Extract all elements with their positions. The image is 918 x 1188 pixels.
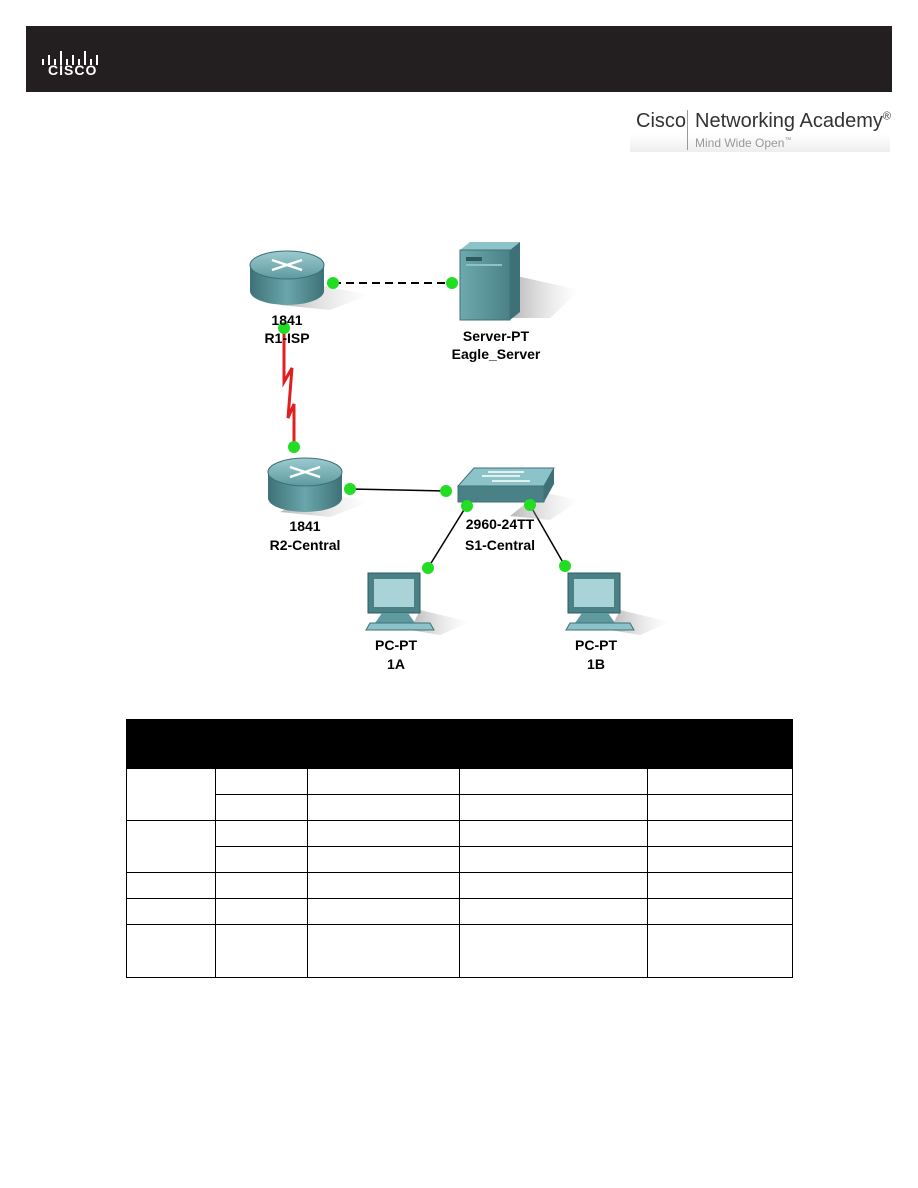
- table-cell: [647, 846, 793, 873]
- link-up-dot: [440, 485, 452, 497]
- table-cell: [126, 872, 216, 899]
- link-up-dot: [461, 500, 473, 512]
- table-cell: [647, 794, 793, 821]
- r1-model-label: 1841: [271, 312, 302, 328]
- academy-product-name: Networking Academy: [695, 110, 883, 132]
- network-topology-diagram: 1841 R1-ISP Server-PT Eagle_Server 1841 …: [249, 242, 670, 672]
- table-cell: [647, 872, 793, 899]
- table-cell: [647, 924, 793, 978]
- header-cell: [215, 719, 308, 769]
- header-cell: [307, 719, 460, 769]
- logo-divider: [687, 110, 688, 150]
- serial-link-r1-r2: [282, 326, 296, 448]
- table-cell: [307, 820, 460, 847]
- table-cell: [307, 846, 460, 873]
- server-model-label: Server-PT: [463, 328, 530, 344]
- table-cell: [215, 872, 308, 899]
- s1-name-label: S1-Central: [465, 537, 535, 553]
- table-row: [126, 768, 793, 821]
- table-row: [127, 794, 793, 821]
- pc1b-name-label: 1B: [587, 656, 605, 672]
- table-cell: [459, 846, 648, 873]
- link-r2-s1: [349, 488, 447, 492]
- addressing-table: [126, 719, 793, 978]
- table-cell: [215, 768, 308, 795]
- academy-tagline-text: Mind Wide Open: [695, 136, 785, 150]
- link-up-dot: [446, 277, 458, 289]
- pc1a-model-label: PC-PT: [375, 637, 417, 653]
- r1-name-label: R1-ISP: [264, 330, 309, 346]
- table-cell: [459, 924, 648, 978]
- link-up-dot: [559, 560, 571, 572]
- table-cell: [126, 898, 216, 925]
- table-cell: [307, 898, 460, 925]
- academy-brand: Cisco: [636, 110, 687, 132]
- switch-s1-central-icon[interactable]: [456, 467, 580, 520]
- r2-model-label: 1841: [289, 518, 320, 534]
- table-cell: [647, 820, 793, 847]
- table-row: [126, 820, 793, 873]
- table-cell: [215, 924, 308, 978]
- table-cell: [647, 768, 793, 795]
- header-cell: [647, 719, 793, 769]
- trademark: ™: [784, 137, 792, 144]
- registered-mark: ®: [882, 110, 891, 123]
- table-cell: [647, 898, 793, 925]
- table-cell: [126, 768, 216, 821]
- link-s1-pc1a: [427, 504, 468, 569]
- pc1b-model-label: PC-PT: [575, 637, 617, 653]
- table-cell: [307, 794, 460, 821]
- cisco-wordmark: CISCO: [48, 62, 98, 78]
- logo-shade: [630, 134, 890, 152]
- table-row: [126, 898, 793, 925]
- link-up-dot: [278, 322, 290, 334]
- table-cell: [215, 820, 308, 847]
- table-cell: [126, 924, 216, 978]
- table-cell: [215, 794, 308, 821]
- academy-product: Networking Academy®: [695, 110, 891, 133]
- table-cell: [459, 898, 648, 925]
- pc1a-name-label: 1A: [387, 656, 405, 672]
- networking-academy-logo: Cisco Networking Academy® Mind Wide Open…: [630, 108, 891, 152]
- s1-model-label: 2960-24TT: [466, 516, 535, 532]
- r2-name-label: R2-Central: [270, 537, 341, 553]
- link-up-dot: [422, 562, 434, 574]
- router-r2-central-icon[interactable]: [267, 457, 370, 517]
- table-row: [126, 872, 793, 899]
- table-row: [127, 846, 793, 873]
- router-r1-isp-icon[interactable]: [249, 250, 370, 310]
- table-cell: [307, 924, 460, 978]
- table-cell: [459, 794, 648, 821]
- table-cell: [126, 820, 216, 873]
- table-cell: [307, 872, 460, 899]
- table-cell: [459, 872, 648, 899]
- table-cell: [307, 768, 460, 795]
- server-name-label: Eagle_Server: [452, 346, 541, 362]
- link-up-dot: [524, 499, 536, 511]
- pc-1a-icon[interactable]: [365, 572, 470, 635]
- cisco-header-banner: CISCO: [26, 26, 892, 92]
- server-eagle-icon[interactable]: [459, 242, 580, 321]
- header-cell: [126, 719, 216, 769]
- table-cell: [459, 768, 648, 795]
- academy-tagline: Mind Wide Open™: [695, 136, 791, 150]
- link-up-dot: [288, 441, 300, 453]
- table-row: [126, 924, 793, 978]
- table-cell: [215, 898, 308, 925]
- table-cell: [459, 820, 648, 847]
- table-header-row: [126, 719, 793, 769]
- table-cell: [215, 846, 308, 873]
- link-up-dot: [327, 277, 339, 289]
- link-up-dot: [344, 483, 356, 495]
- header-cell: [459, 719, 648, 769]
- pc-1b-icon[interactable]: [565, 572, 670, 635]
- cisco-bridge-logo-icon: [42, 51, 98, 65]
